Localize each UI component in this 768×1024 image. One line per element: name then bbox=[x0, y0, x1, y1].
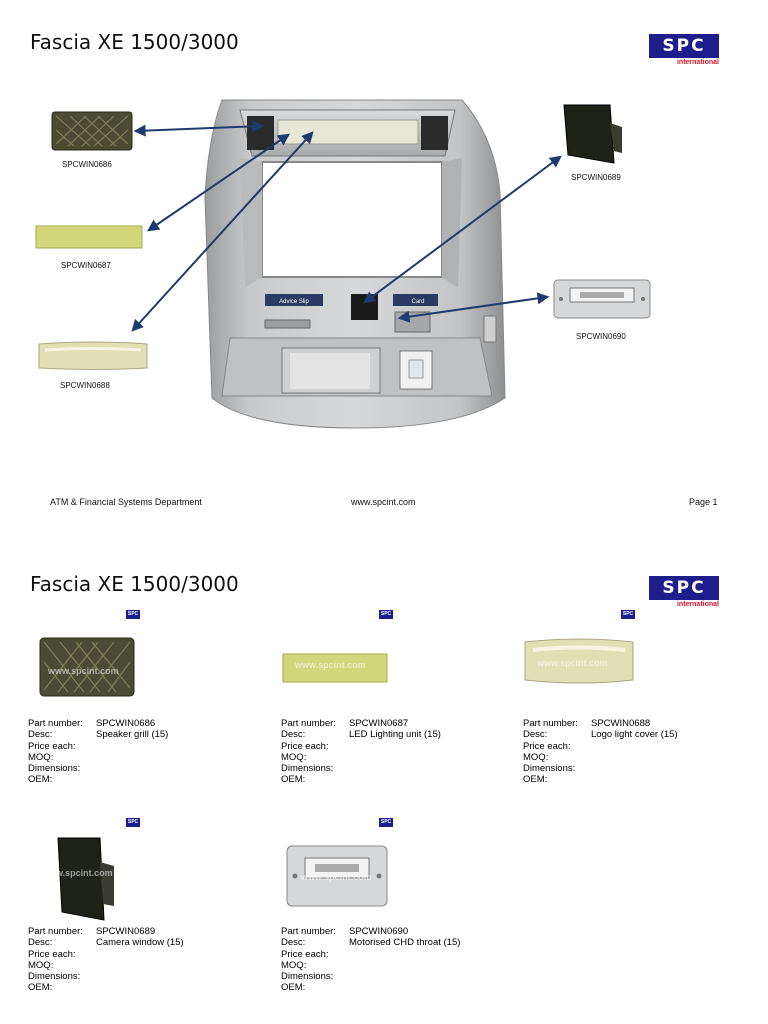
logo-main: SPC bbox=[649, 576, 719, 600]
spec-label-oem: OEM: bbox=[281, 982, 306, 994]
photo-watermark: www.spcint.com bbox=[48, 666, 119, 676]
page-title: Fascia XE 1500/3000 bbox=[30, 30, 239, 54]
part-thumb-logo-light-cover bbox=[38, 341, 148, 370]
part-caption: SPCWIN0688 bbox=[60, 381, 110, 390]
spec-label-oem: OEM: bbox=[523, 774, 548, 786]
photo-watermark: www.spcint.com bbox=[537, 658, 608, 668]
product-photo-speaker-grill bbox=[39, 637, 135, 697]
spec-label-moq: MOQ: bbox=[28, 959, 54, 971]
spec-label-desc: Desc: bbox=[28, 729, 53, 741]
mini-spc-logo: SPC bbox=[126, 610, 140, 619]
photo-watermark: www.spcint.com bbox=[301, 872, 372, 882]
spec-label-part: Part number: bbox=[523, 718, 578, 729]
spec-value-desc: Camera window (15) bbox=[96, 937, 184, 949]
footer-department: ATM & Financial Systems Department bbox=[50, 497, 202, 507]
spec-value-desc: Speaker grill (15) bbox=[96, 729, 169, 741]
spec-label-dimensions: Dimensions: bbox=[28, 971, 81, 983]
spec-label-price: Price each: bbox=[28, 948, 76, 960]
spec-label-moq: MOQ: bbox=[281, 959, 307, 971]
card-header: SPC bbox=[281, 610, 396, 622]
spec-label-part: Part number: bbox=[28, 718, 83, 729]
spc-logo: SPC international bbox=[649, 34, 719, 66]
spec-label-moq: MOQ: bbox=[28, 751, 54, 763]
mini-spc-logo: SPC bbox=[621, 610, 635, 619]
mini-spc-logo: SPC bbox=[126, 818, 140, 827]
spec-label-dimensions: Dimensions: bbox=[281, 763, 334, 775]
part-thumb-speaker-grill bbox=[51, 111, 133, 151]
spec-label-moq: MOQ: bbox=[523, 751, 549, 763]
footer-website: www.spcint.com bbox=[351, 497, 416, 507]
product-photo-led-lighting bbox=[282, 653, 388, 683]
spec-block: Part number: SPCWIN0689 Desc: Camera windo… bbox=[28, 926, 268, 994]
part-thumb-camera-window bbox=[563, 104, 622, 164]
arrow-chd-throat bbox=[397, 292, 550, 323]
part-caption: SPCWIN0686 bbox=[62, 160, 112, 169]
spec-label-oem: OEM: bbox=[281, 774, 306, 786]
spec-value-desc: Motorised CHD throat (15) bbox=[349, 937, 461, 949]
logo-sub: international bbox=[676, 601, 719, 608]
spec-label-part: Part number: bbox=[281, 718, 336, 729]
part-caption: SPCWIN0690 bbox=[576, 332, 626, 341]
product-card: SPC www.spcint.com Part number: SPCWIN068… bbox=[281, 610, 521, 810]
arrow-camera-window bbox=[363, 155, 562, 304]
product-card: SPC www.spcint.com Part number: SPCWIN068… bbox=[523, 610, 763, 810]
part-caption: SPCWIN0687 bbox=[61, 261, 111, 270]
spec-label-part: Part number: bbox=[281, 926, 336, 937]
spec-label-price: Price each: bbox=[281, 740, 329, 752]
spec-block: Part number: SPCWIN0688 Desc: Logo light c… bbox=[523, 718, 763, 786]
product-photo-camera-window bbox=[57, 837, 114, 921]
product-photo-logo-light-cover bbox=[524, 638, 634, 684]
spec-value-part: SPCWIN0690 bbox=[349, 926, 409, 937]
spec-label-dimensions: Dimensions: bbox=[281, 971, 334, 983]
footer-page-number: Page 1 bbox=[689, 497, 718, 507]
spec-label-oem: OEM: bbox=[28, 982, 53, 994]
spec-label-desc: Desc: bbox=[523, 729, 548, 741]
catalog-page-2: Fascia XE 1500/3000 SPC international SP… bbox=[0, 560, 768, 1024]
card-header: SPC bbox=[28, 610, 143, 622]
spec-label-price: Price each: bbox=[523, 740, 571, 752]
mini-spc-logo: SPC bbox=[379, 610, 393, 619]
product-photo-chd-throat bbox=[286, 845, 388, 907]
spec-value-part: SPCWIN0686 bbox=[96, 718, 156, 729]
page-title: Fascia XE 1500/3000 bbox=[30, 572, 239, 596]
product-card: SPC www.spcint.com Part number: SPCWIN069… bbox=[281, 818, 521, 1018]
spec-label-dimensions: Dimensions: bbox=[523, 763, 576, 775]
part-caption: SPCWIN0689 bbox=[571, 173, 621, 182]
logo-main: SPC bbox=[649, 34, 719, 58]
arrow-speaker-grill bbox=[133, 120, 265, 137]
callout-arrows bbox=[131, 120, 562, 332]
spec-value-part: SPCWIN0689 bbox=[96, 926, 156, 937]
mini-spc-logo: SPC bbox=[379, 818, 393, 827]
card-header: SPC bbox=[281, 818, 396, 830]
arrow-logo-cover bbox=[131, 131, 314, 332]
spec-value-desc: LED Lighting unit (15) bbox=[349, 729, 441, 741]
spec-label-dimensions: Dimensions: bbox=[28, 763, 81, 775]
product-card: SPC www.spcint.com Part number: SPCWIN068… bbox=[28, 818, 268, 1018]
spec-value-desc: Logo light cover (15) bbox=[591, 729, 678, 741]
card-header: SPC bbox=[28, 818, 143, 830]
spec-label-price: Price each: bbox=[28, 740, 76, 752]
catalog-page-1: Fascia XE 1500/3000 SPC international bbox=[30, 30, 719, 507]
spec-label-part: Part number: bbox=[28, 926, 83, 937]
photo-watermark: www.spcint.com bbox=[295, 660, 366, 670]
spec-label-desc: Desc: bbox=[281, 937, 306, 949]
spec-value-part: SPCWIN0687 bbox=[349, 718, 409, 729]
spec-label-oem: OEM: bbox=[28, 774, 53, 786]
spec-label-price: Price each: bbox=[281, 948, 329, 960]
spec-label-desc: Desc: bbox=[28, 937, 53, 949]
product-card: SPC www.spcint.com Part number: SPCWIN068… bbox=[28, 610, 268, 810]
card-header: SPC bbox=[523, 610, 638, 622]
spec-label-desc: Desc: bbox=[281, 729, 306, 741]
spec-value-part: SPCWIN0688 bbox=[591, 718, 651, 729]
spec-label-moq: MOQ: bbox=[281, 751, 307, 763]
spec-block: Part number: SPCWIN0690 Desc: Motorised CH… bbox=[281, 926, 521, 994]
spc-logo: SPC international bbox=[649, 576, 719, 608]
photo-watermark: www.spcint.com bbox=[42, 868, 113, 878]
logo-sub: international bbox=[676, 59, 719, 66]
spec-block: Part number: SPCWIN0686 Desc: Speaker gril… bbox=[28, 718, 268, 786]
spec-block: Part number: SPCWIN0687 Desc: LED Lighting… bbox=[281, 718, 521, 786]
